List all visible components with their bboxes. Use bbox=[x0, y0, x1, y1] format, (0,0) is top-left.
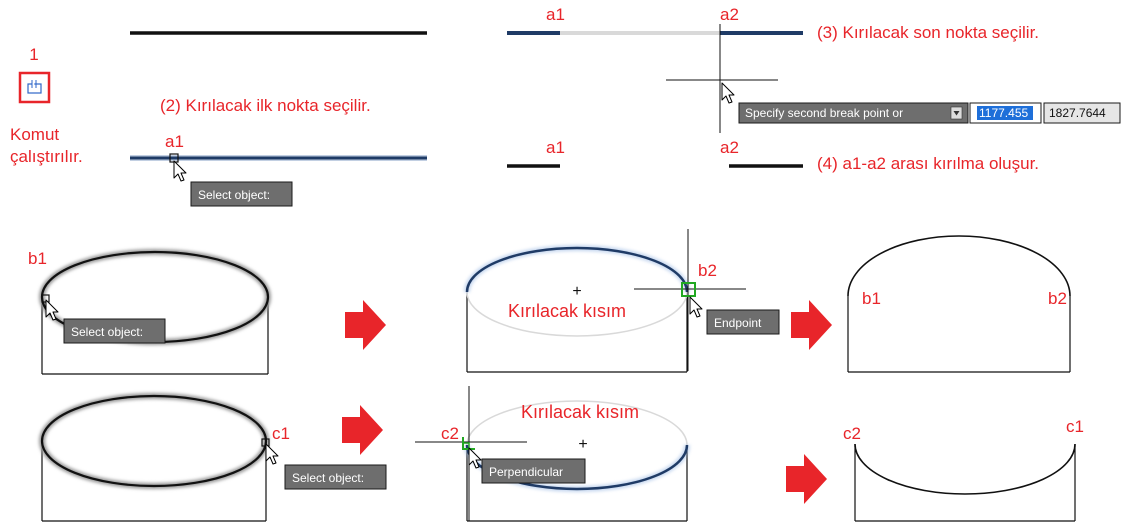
select-object-tooltip: Select object: bbox=[190, 181, 293, 207]
svg-text:Select object:: Select object: bbox=[292, 471, 364, 485]
ellipse-c-result-arc bbox=[854, 443, 1076, 495]
step3-instruction: (3) Kırılacak son nokta seçilir. bbox=[817, 23, 1039, 42]
crosshair-cursor bbox=[666, 24, 778, 133]
ellipse-c-selected-arc[interactable] bbox=[465, 444, 689, 491]
point-c1-label: c1 bbox=[272, 424, 290, 443]
dynamic-input-prompt-text: Specify second break point or bbox=[745, 106, 903, 120]
svg-text:1827.7644: 1827.7644 bbox=[1049, 106, 1106, 120]
result-c1-label: c1 bbox=[1066, 417, 1084, 436]
point-b2-label: b2 bbox=[698, 261, 717, 280]
point-b1-label: b1 bbox=[28, 249, 47, 268]
svg-text:Select object:: Select object: bbox=[71, 325, 143, 339]
ellipse-b-result-arc bbox=[847, 235, 1071, 297]
right-arrow-icon bbox=[786, 454, 827, 504]
right-arrow-icon bbox=[791, 300, 832, 350]
step3-point-a1-label: a1 bbox=[546, 5, 565, 24]
step3-cursor-arrow-icon bbox=[721, 82, 735, 104]
svg-text:1177.455: 1177.455 bbox=[979, 106, 1028, 120]
command-run-label-line1: Komut bbox=[10, 125, 59, 144]
ellipse-c[interactable] bbox=[40, 394, 268, 488]
center-plus-icon: + bbox=[572, 283, 581, 300]
perpendicular-tooltip: Perpendicular bbox=[481, 458, 586, 484]
step4-point-a1-label: a1 bbox=[546, 138, 565, 157]
ellipse-c-select-tooltip: Select object: bbox=[284, 464, 387, 490]
point-a1-label: a1 bbox=[165, 132, 184, 151]
ellipse-c-cursor-arrow-icon bbox=[265, 443, 279, 465]
command-run-label-line2: çalıştırılır. bbox=[10, 147, 83, 166]
point-c2-label: c2 bbox=[441, 424, 459, 443]
result-b2-label: b2 bbox=[1048, 289, 1067, 308]
step3-point-a2-label: a2 bbox=[720, 5, 739, 24]
break-command-icon bbox=[27, 80, 42, 94]
ellipse-b-selected-arc[interactable] bbox=[465, 246, 689, 293]
step4-instruction: (4) a1-a2 arası kırılma oluşur. bbox=[817, 154, 1039, 173]
down-arrow-icon bbox=[953, 111, 960, 116]
ellipse-b-broken-part-label: Kırılacak kısım bbox=[508, 301, 626, 321]
step2-instruction: (2) Kırılacak ilk nokta seçilir. bbox=[160, 96, 371, 115]
dynamic-input-x-field[interactable]: 1177.455 bbox=[969, 102, 1042, 124]
dynamic-input-y-field[interactable]: 1827.7644 bbox=[1043, 102, 1121, 124]
ellipse-c-broken-part-label: Kırılacak kısım bbox=[521, 402, 639, 422]
ellipse-b2-cursor-arrow-icon bbox=[689, 296, 703, 318]
step4-point-a2-label: a2 bbox=[720, 138, 739, 157]
svg-text:Select object:: Select object: bbox=[198, 188, 270, 202]
ellipse-b-break-panel: + bbox=[464, 245, 690, 373]
ellipse-c2-cursor-arrow-icon bbox=[468, 447, 482, 469]
endpoint-tooltip: Endpoint bbox=[706, 309, 780, 335]
right-arrow-icon bbox=[342, 405, 383, 455]
cursor-arrow-icon bbox=[173, 160, 187, 182]
ellipse-b-result-panel bbox=[847, 235, 1071, 373]
dynamic-input-prompt[interactable]: Specify second break point or bbox=[738, 102, 969, 124]
ellipse-b-select-tooltip: Select object: bbox=[63, 318, 166, 344]
ellipse-b-crosshair bbox=[634, 229, 746, 371]
right-arrow-icon bbox=[345, 300, 386, 350]
ellipse-b-select-panel bbox=[39, 249, 271, 375]
svg-text:Perpendicular: Perpendicular bbox=[489, 465, 563, 479]
center-plus-icon: + bbox=[578, 436, 587, 453]
result-c2-label: c2 bbox=[843, 424, 861, 443]
ellipse-c-break-panel: + bbox=[464, 400, 690, 522]
ellipse-c-faded-arc bbox=[466, 400, 688, 446]
ellipse-b-cursor-arrow-icon bbox=[45, 299, 59, 321]
step-number: 1 bbox=[29, 45, 38, 64]
break-command-button[interactable] bbox=[18, 71, 51, 104]
svg-text:Endpoint: Endpoint bbox=[714, 316, 762, 330]
perpendicular-snap-marker bbox=[462, 437, 475, 450]
endpoint-snap-marker bbox=[681, 282, 696, 297]
ellipse-c-select-panel bbox=[39, 393, 269, 522]
ellipse-b-faded-arc bbox=[466, 291, 688, 337]
ellipse-c-result-panel bbox=[854, 443, 1076, 522]
result-b1-label: b1 bbox=[862, 289, 881, 308]
